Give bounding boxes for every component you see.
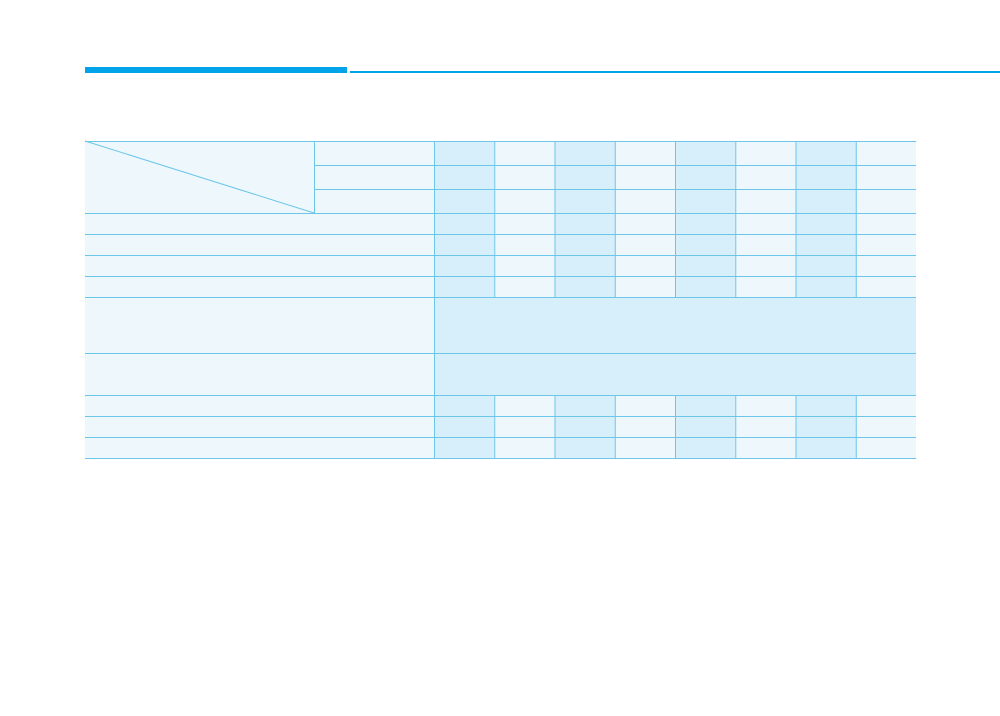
table-cell	[554, 437, 615, 458]
table-cell	[795, 234, 856, 255]
row-label	[85, 297, 434, 353]
table-cell	[554, 395, 615, 416]
table-cell	[795, 395, 856, 416]
header-row-label	[314, 165, 434, 189]
header-cell	[494, 165, 555, 189]
table-cell	[434, 255, 495, 276]
table-cell	[795, 276, 856, 297]
row-label	[85, 416, 434, 437]
table-cell	[494, 276, 555, 297]
header-cell	[554, 165, 615, 189]
table-cell	[434, 395, 495, 416]
table-cell	[614, 276, 675, 297]
table-cell	[614, 234, 675, 255]
table-cell	[614, 437, 675, 458]
row-label	[85, 213, 434, 234]
table-cell	[434, 213, 495, 234]
header-corner-diagonal	[84, 140, 315, 214]
table-cell	[434, 234, 495, 255]
row-label	[85, 437, 434, 458]
table-cell	[434, 276, 495, 297]
table-cell	[855, 437, 916, 458]
table-cell	[614, 416, 675, 437]
header-row-label	[314, 189, 434, 213]
table-cell	[855, 213, 916, 234]
section-header-accent-bar	[85, 67, 347, 73]
table-cell	[494, 213, 555, 234]
row-label	[85, 255, 434, 276]
table-cell	[494, 395, 555, 416]
table-cell	[795, 416, 856, 437]
table-cell	[735, 234, 796, 255]
header-cell	[795, 141, 856, 165]
table-cell	[735, 276, 796, 297]
header-cell	[614, 165, 675, 189]
table-cell	[494, 255, 555, 276]
table-cell	[735, 395, 796, 416]
table-cell	[675, 213, 736, 234]
table-cell	[554, 255, 615, 276]
header-cell	[494, 141, 555, 165]
table-cell	[795, 213, 856, 234]
header-cell	[675, 189, 736, 213]
header-cell	[855, 189, 916, 213]
table-cell	[675, 276, 736, 297]
table-cell	[735, 416, 796, 437]
table-cell	[554, 276, 615, 297]
header-cell	[614, 189, 675, 213]
table-cell	[434, 437, 495, 458]
table-cell	[494, 416, 555, 437]
header-cell	[675, 165, 736, 189]
table-cell	[675, 255, 736, 276]
table-cell	[795, 255, 856, 276]
table-cell	[434, 416, 495, 437]
table-cell	[614, 255, 675, 276]
table-cell	[735, 213, 796, 234]
table-cell	[795, 437, 856, 458]
table-cell	[554, 416, 615, 437]
merged-value-cell	[434, 297, 916, 353]
header-cell	[855, 165, 916, 189]
table-cell	[675, 234, 736, 255]
header-cell	[494, 189, 555, 213]
specifications-table	[84, 140, 916, 461]
table-cell	[735, 255, 796, 276]
table-cell	[855, 234, 916, 255]
table-cell	[675, 416, 736, 437]
header-cell	[855, 141, 916, 165]
row-label	[85, 395, 434, 416]
table-cell	[855, 276, 916, 297]
header-cell	[675, 141, 736, 165]
header-cell	[614, 141, 675, 165]
table-cell	[855, 416, 916, 437]
header-cell	[735, 165, 796, 189]
table-grid-lines	[84, 140, 916, 459]
table-cell	[855, 255, 916, 276]
header-cell	[735, 189, 796, 213]
table-cell	[855, 395, 916, 416]
table-cell	[735, 437, 796, 458]
header-cell	[795, 189, 856, 213]
row-label	[85, 353, 434, 395]
header-cell	[735, 141, 796, 165]
merged-value-cell	[434, 353, 916, 395]
header-cell	[434, 165, 495, 189]
row-label	[85, 276, 434, 297]
table-cell	[494, 234, 555, 255]
header-cell	[554, 189, 615, 213]
table-cell	[675, 437, 736, 458]
table-cell	[554, 213, 615, 234]
table-cell	[554, 234, 615, 255]
row-label	[85, 234, 434, 255]
header-row-label	[314, 141, 434, 165]
header-cell	[434, 141, 495, 165]
table-cell	[614, 213, 675, 234]
section-header-rule	[350, 71, 1000, 73]
header-cell	[795, 165, 856, 189]
table-cell	[675, 395, 736, 416]
header-cell	[554, 141, 615, 165]
table-cell	[614, 395, 675, 416]
table-cell	[494, 437, 555, 458]
header-cell	[434, 189, 495, 213]
